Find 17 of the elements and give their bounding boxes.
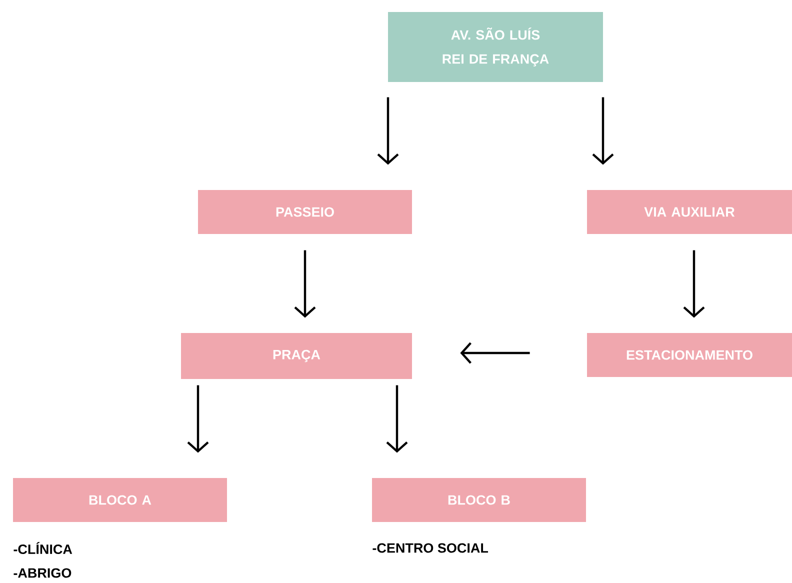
process-box: VIA AUXILIAR <box>587 190 792 234</box>
arrow <box>592 97 614 165</box>
arrow <box>294 250 316 318</box>
arrow <box>187 385 209 453</box>
process-box: BLOCO A <box>13 478 227 522</box>
arrow <box>460 342 530 364</box>
note-text: -ABRIGO <box>14 568 72 578</box>
process-box: AV. SÃO LUÍS REI DE FRANÇA <box>388 12 603 82</box>
arrow <box>386 385 408 453</box>
process-box: PRAÇA <box>181 333 412 379</box>
arrow <box>683 250 705 318</box>
note-text: -CLÍNICA <box>14 542 72 554</box>
note-text: -CENTRO SOCIAL <box>372 543 488 553</box>
process-box: ESTACIONAMENTO <box>587 333 792 377</box>
process-box: BLOCO B <box>372 478 586 522</box>
process-box: PASSEIO <box>198 190 412 234</box>
arrow <box>377 97 399 165</box>
